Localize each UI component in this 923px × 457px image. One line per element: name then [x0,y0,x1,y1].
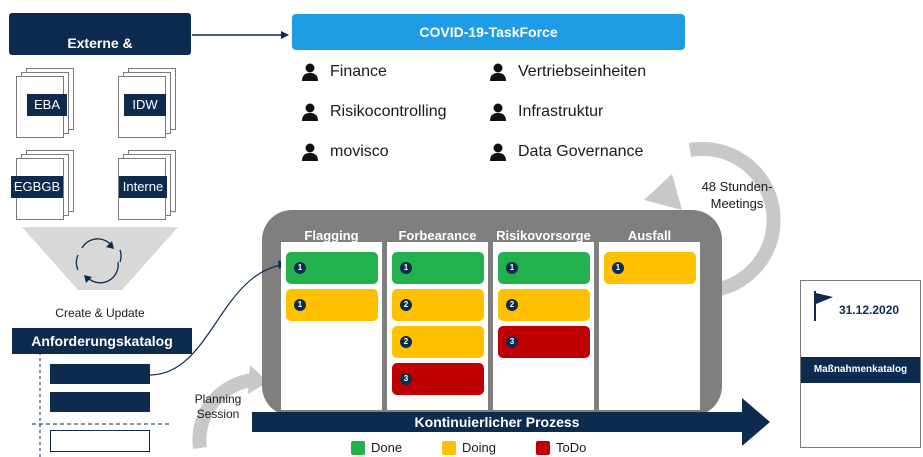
deadline-title: Maßnahmenkatalog [801,357,920,383]
card-number-badge: 3 [400,373,412,385]
deadline-card: 31.12.2020 Maßnahmenkatalog [800,280,921,448]
process-arrow [252,398,770,446]
catalog-connector [149,264,283,376]
legend-label: Doing [462,440,496,455]
card-number-badge: 3 [506,336,518,348]
kanban-card-done[interactable]: 1 [286,252,378,284]
legend-label: ToDo [556,440,587,455]
doc-label: IDW [124,94,166,116]
catalog-item [50,392,150,412]
kanban-card-doing[interactable]: 2 [498,289,590,321]
card-number-badge: 2 [400,336,412,348]
kanban-card-doing[interactable]: 2 [392,326,484,358]
member-data-governance: Data Governance [490,143,643,161]
card-number-badge: 1 [400,262,412,274]
kanban-card-done[interactable]: 1 [498,252,590,284]
doc-label: EBA [27,94,67,116]
card-number-badge: 1 [294,262,306,274]
member-name: Finance [330,63,387,80]
column-title: Risikovorsorge [496,228,591,243]
person-icon [490,143,506,161]
member-name: Infrastruktur [518,103,604,120]
deadline-date: 31.12.2020 [839,303,900,317]
cycle-icon [75,238,122,284]
member-name: Data Governance [518,143,644,160]
column-title: Forbearance [398,228,477,243]
column-title: Ausfall [627,228,672,243]
member-vertriebseinheiten: Vertriebseinheiten [490,63,646,81]
card-number-badge: 1 [294,299,306,311]
card-number-badge: 2 [506,299,518,311]
legend-swatch-todo [536,441,550,455]
meetings-loop-arrow [688,141,781,297]
doc-label: Interne [119,176,167,198]
kanban-card-todo[interactable]: 3 [498,326,590,358]
person-icon [490,103,506,121]
catalog-item [50,364,150,384]
catalog-title: Anforderungskatalog [12,328,192,354]
influences-title-text: Externe & Interne Einflussfaktoren [19,35,181,69]
kanban-card-done[interactable]: 1 [392,252,484,284]
member-name: Vertriebseinheiten [518,63,647,80]
member-name: Risikocontrolling [330,103,447,120]
catalog-item-empty [50,430,150,452]
kanban-card-doing[interactable]: 1 [604,252,696,284]
legend-swatch-done [351,441,365,455]
member-movisco: movisco [302,143,389,161]
kanban-card-doing[interactable]: 1 [286,289,378,321]
kanban-card-doing[interactable]: 2 [392,289,484,321]
member-name: movisco [330,143,389,160]
influence-arrow-head [281,31,289,39]
meetings-label: 48 Stunden- Meetings [701,179,773,211]
taskforce-title: COVID-19-TaskForce [292,14,685,50]
flag-icon [814,291,833,321]
member-finance: Finance [302,63,387,81]
person-icon [490,63,506,81]
legend-label: Done [371,440,403,455]
member-infrastruktur: Infrastruktur [490,103,603,121]
funnel-shape [22,227,178,290]
process-label: Kontinuierlicher Prozess [414,414,580,430]
person-icon [302,63,318,81]
column-title: Flagging [304,228,359,243]
doc-label: EGBGB [11,176,63,198]
card-number-badge: 2 [400,299,412,311]
card-number-badge: 1 [612,262,624,274]
legend-swatch-doing [442,441,456,455]
planning-label: Planning Session [194,392,242,421]
member-risikocontrolling: Risikocontrolling [302,103,447,121]
kanban-card-todo[interactable]: 3 [392,363,484,395]
cycle-label: Create & Update [55,306,145,320]
person-icon [302,143,318,161]
influences-title: Externe & Interne Einflussfaktoren [9,13,191,69]
planning-loop-arrow [192,373,256,449]
person-icon [302,103,318,121]
card-number-badge: 1 [506,262,518,274]
